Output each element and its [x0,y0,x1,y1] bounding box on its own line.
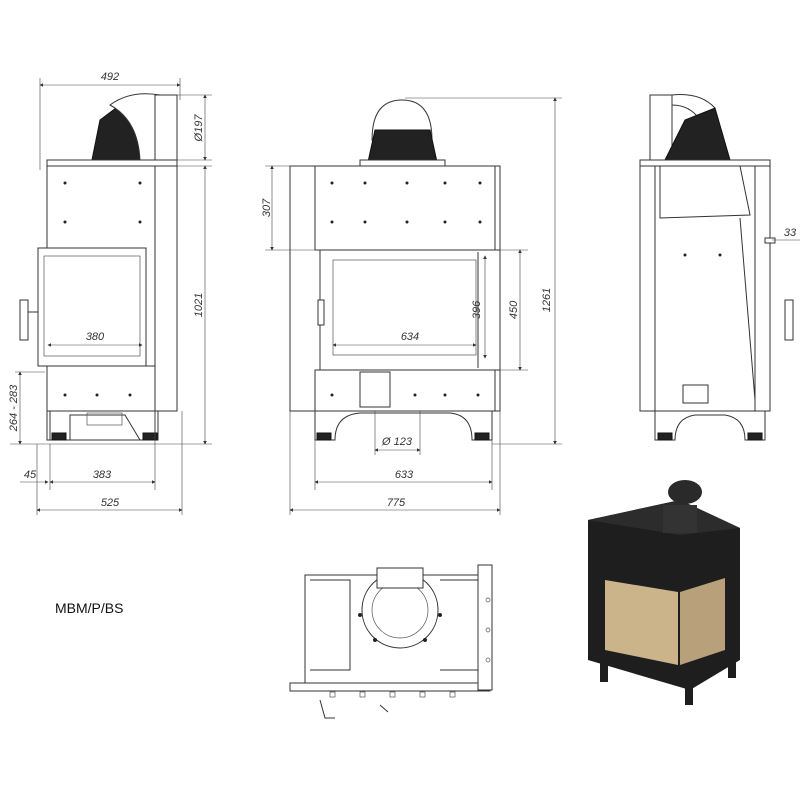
dim-air-inlet: Ø 123 [381,436,413,448]
fireplace-render [588,480,740,705]
dim-383: 383 [93,469,112,481]
left-side-view: 492 Ø197 1021 380 264 - 283 45 383 525 [8,71,212,515]
dim-33: 33 [784,227,797,239]
dim-525: 525 [101,497,120,509]
dim-492: 492 [101,71,119,83]
dim-307: 307 [261,198,273,217]
top-view [289,564,493,719]
dim-1021: 1021 [193,293,205,317]
dim-450: 450 [508,300,520,319]
dim-leg-height: 264 - 283 [8,384,20,432]
dim-1261: 1261 [541,288,553,312]
dim-45: 45 [24,469,37,481]
dim-380: 380 [86,331,105,343]
dim-396: 396 [471,300,483,319]
front-view: 307 634 396 450 1261 Ø 123 633 775 [261,97,562,515]
dim-775: 775 [387,497,406,509]
dim-634: 634 [401,331,419,343]
dim-633: 633 [395,469,414,481]
dim-flue-diameter: Ø197 [193,114,205,143]
right-side-view: 33 [639,94,800,441]
model-name: MBM/P/BS [55,600,124,616]
